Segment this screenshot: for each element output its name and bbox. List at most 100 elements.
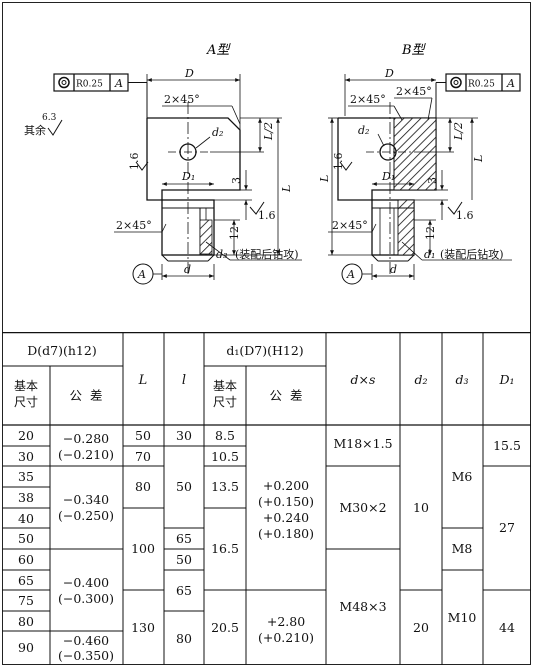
dim-d1-small-label-b: d₁ — [424, 248, 435, 261]
d1-size: 8.5 — [215, 428, 235, 443]
d1-tol: +0.200 — [263, 478, 309, 493]
dim-d1-label-b: D₁ — [381, 170, 395, 183]
dim-12-label-a: 12 — [228, 226, 241, 240]
dim-l-label-a: L — [280, 185, 293, 193]
d-tol: (−0.250) — [58, 508, 114, 523]
d-tol: −0.400 — [63, 575, 109, 590]
d1-upper-value: 27 — [499, 520, 515, 535]
d-size: 65 — [18, 573, 34, 588]
header-dxs: d×s — [351, 372, 376, 387]
d-size: 35 — [18, 469, 34, 484]
tolerance-value-b: R0.25 — [468, 80, 495, 90]
technical-drawing: A型 B型 — [2, 2, 531, 332]
d-size: 75 — [18, 593, 34, 608]
header-d2: d₂ — [414, 372, 427, 387]
l-lower-value: 80 — [176, 631, 192, 646]
dim-3-label-b: 3 — [426, 177, 439, 184]
chamfer-label-b-2: 2×45° — [396, 85, 432, 98]
d3-value: M8 — [452, 541, 473, 556]
header-basic-size-d1: 基本 — [213, 379, 237, 393]
roughness-label-a-right: 1.6 — [258, 209, 276, 222]
header-basic-size-d1-2: 尺寸 — [213, 395, 237, 409]
datum-label-b: A — [346, 268, 355, 281]
d1-tol: (+0.210) — [258, 630, 314, 645]
view-a — [47, 73, 302, 285]
d1-tol: +2.80 — [267, 614, 305, 629]
header-d1-upper: D₁ — [498, 372, 514, 387]
d1-upper-value: 44 — [499, 620, 515, 635]
d2-value: 10 — [413, 500, 429, 515]
chamfer-label-a: 2×45° — [164, 93, 200, 106]
chamfer-label-a-lower: 2×45° — [116, 219, 152, 232]
d3-value: M10 — [448, 610, 477, 625]
d-tol: (−0.350) — [58, 648, 114, 663]
d-size: 38 — [18, 490, 34, 505]
dim-d-small-label-b: d — [390, 263, 397, 276]
d-tol: −0.460 — [63, 633, 109, 648]
roughness-label-b-right: 1.6 — [456, 209, 474, 222]
dim-l-left-label-b: L — [318, 175, 331, 183]
rest-roughness-value: 6.3 — [42, 113, 57, 123]
dim-l-half-label-a: L/2 — [262, 122, 275, 141]
d-size: 80 — [18, 614, 34, 629]
drill-note-b: (装配后钻攻) — [440, 247, 504, 261]
d1-size: 10.5 — [211, 449, 239, 464]
dim-d-label-a: D — [184, 67, 194, 80]
d3-value: M6 — [452, 469, 473, 484]
d-size: 20 — [18, 428, 34, 443]
dim-d-small-label-a: d — [184, 263, 191, 276]
d-size: 30 — [18, 449, 34, 464]
dxs-value: M30×2 — [339, 500, 386, 515]
d-size: 60 — [18, 552, 34, 567]
d1-size: 13.5 — [211, 479, 239, 494]
d-size: 50 — [18, 531, 34, 546]
header-tolerance-d: 公 差 — [70, 388, 103, 403]
l-lower-value: 50 — [176, 479, 192, 494]
d-size: 90 — [18, 640, 34, 655]
l-upper-value: 70 — [135, 449, 151, 464]
dxs-value: M48×3 — [339, 599, 386, 614]
d1-size: 20.5 — [211, 620, 239, 635]
roughness-label-b-left: 1.6 — [332, 153, 345, 171]
header-basic-size-d: 基本 — [14, 379, 38, 393]
d2-value: 20 — [413, 620, 429, 635]
dim-d3-label-a: d₃ — [216, 248, 227, 261]
dim-3-label-a: 3 — [230, 177, 243, 184]
d1-tol: +0.240 — [263, 510, 309, 525]
header-tolerance-d1: 公 差 — [270, 388, 303, 403]
l-upper-value: 50 — [135, 428, 151, 443]
spec-table: D(d7)(h12) d₁(D7)(H12) 基本 尺寸 公 差 L l 基本 … — [2, 331, 531, 665]
dim-d2-label-b: d₂ — [358, 124, 369, 137]
header-l-lower: l — [182, 373, 186, 388]
drill-note-a: (装配后钻攻) — [235, 247, 299, 261]
d1-tol: (+0.180) — [258, 526, 314, 541]
header-l-upper: L — [138, 373, 148, 388]
tolerance-value-a: R0.25 — [76, 80, 103, 90]
dim-d2-label-a: d₂ — [212, 126, 223, 139]
header-basic-size-d-2: 尺寸 — [14, 395, 38, 409]
l-upper-value: 80 — [135, 479, 151, 494]
roughness-label-a-left: 1.6 — [128, 153, 141, 171]
view-a-title: A型 — [206, 43, 231, 58]
chamfer-label-b-lower: 2×45° — [332, 219, 368, 232]
d1-size: 16.5 — [211, 541, 239, 556]
d-tol: (−0.300) — [58, 591, 114, 606]
view-b — [328, 73, 521, 285]
l-upper-value: 100 — [131, 541, 155, 556]
d-tol: −0.280 — [63, 431, 109, 446]
header-d: D(d7)(h12) — [27, 343, 96, 358]
datum-label-a: A — [137, 268, 146, 281]
l-upper-value: 130 — [131, 620, 155, 635]
view-b-title: B型 — [401, 43, 427, 58]
rest-roughness-label: 其余 — [24, 123, 46, 137]
l-lower-value: 30 — [176, 428, 192, 443]
l-lower-value: 65 — [176, 531, 192, 546]
dim-l-half-label-b: L/2 — [452, 122, 465, 141]
l-lower-value: 65 — [176, 583, 192, 598]
dim-12-label-b: 12 — [424, 226, 437, 240]
header-d3: d₃ — [455, 372, 468, 387]
header-d1: d₁(D7)(H12) — [226, 343, 303, 358]
tolerance-datum-b: A — [506, 77, 515, 90]
tolerance-datum-a: A — [114, 77, 123, 90]
